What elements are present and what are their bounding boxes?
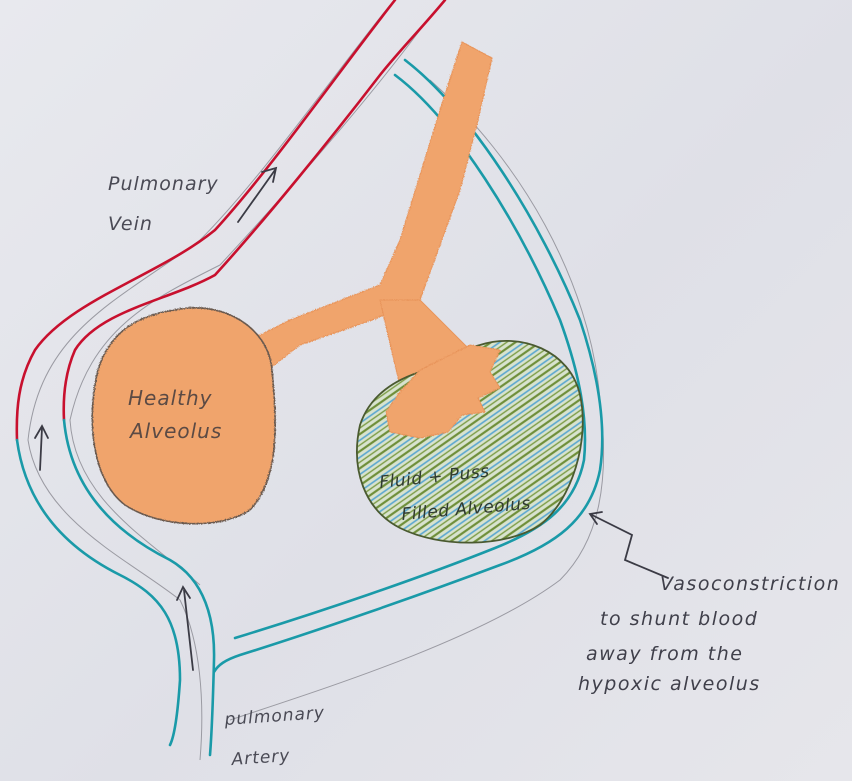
label-pulmonary-artery-line2: Artery (230, 746, 291, 770)
fluid-alveolus-airway-entry (385, 344, 501, 439)
label-vasoconstriction-line1: Vasoconstriction (660, 573, 840, 595)
flow-arrow-artery (176, 585, 194, 671)
label-vasoconstriction-line3: away from the (586, 643, 743, 665)
pencil-guide-inner (69, 29, 421, 586)
label-healthy-line1: Healthy (128, 386, 213, 410)
flow-arrow-vein (237, 166, 278, 223)
constricted-vessel-inner (233, 73, 587, 640)
pulmonary-artery-inner-wall (62, 418, 216, 757)
label-healthy-line2: Alveolus (128, 419, 222, 443)
pencil-guide-right (229, 79, 605, 721)
pulmonary-vein-inner-wall (62, 0, 447, 422)
label-vasoconstriction-line4: hypoxic alveolus (578, 673, 761, 695)
constricted-vessel-outer (212, 58, 604, 674)
label-pulmonary-vein-line1: Pulmonary (108, 173, 219, 195)
pulmonary-artery-outer-wall (15, 438, 182, 747)
flow-arrow-left (34, 424, 49, 471)
pulmonary-vein-outer-wall (15, 0, 397, 442)
vasoconstriction-pointer (588, 511, 669, 579)
label-pulmonary-vein-line2: Vein (108, 213, 153, 235)
label-pulmonary-artery-line1: pulmonary (223, 703, 326, 730)
healthy-alveolus (91, 307, 276, 525)
label-vasoconstriction-line2: to shunt blood (600, 608, 758, 630)
